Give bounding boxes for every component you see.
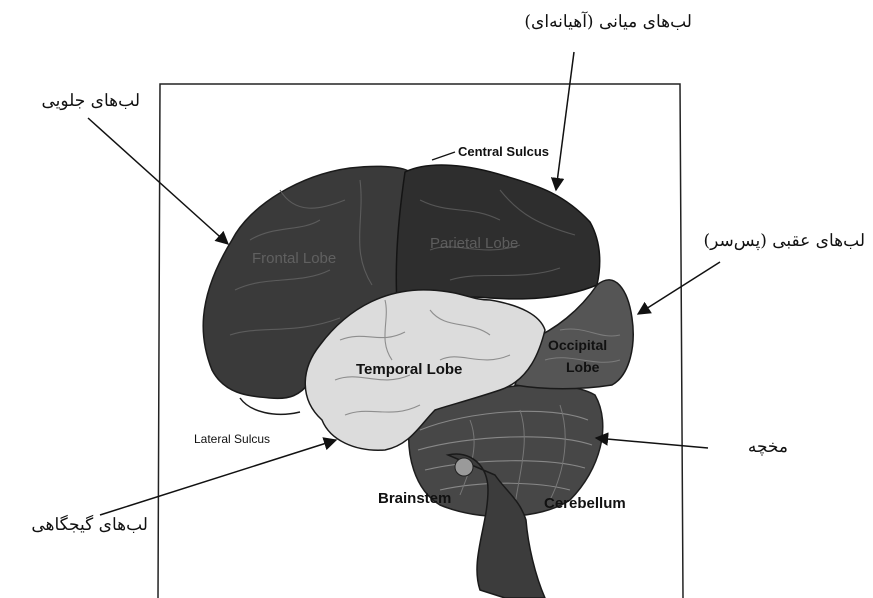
occipital-annotation-label: لب‌های عقبی (پس‌سر): [704, 231, 865, 251]
lateral-sulcus-label: Lateral Sulcus: [194, 432, 270, 446]
parietal-annotation-label: لب‌های میانی (آهیانه‌ای): [524, 10, 692, 32]
cerebellum-annotation-label: مخچه: [748, 437, 788, 457]
parietal-lobe-ghost-label: Parietal Lobe: [430, 235, 518, 252]
brainstem-node: [455, 458, 473, 476]
occipital-arrow: [638, 262, 720, 314]
cerebellum-label: Cerebellum: [544, 495, 626, 512]
frontal-arrow: [88, 118, 228, 244]
central-sulcus-pointer: [432, 152, 455, 160]
central-sulcus-label: Central Sulcus: [458, 144, 549, 159]
occipital-lobe-label-line2: Lobe: [566, 359, 600, 375]
parietal-arrow: [556, 52, 574, 190]
occipital-lobe-label-line1: Occipital: [548, 337, 607, 353]
temporal-lobe-label: Temporal Lobe: [356, 361, 462, 378]
temporal-annotation-label: لب‌های گیجگاهی: [31, 514, 148, 535]
frontal-lobe-ghost-label: Frontal Lobe: [252, 250, 336, 267]
frontal-annotation-label: لب‌های جلویی: [41, 91, 140, 111]
cerebellum-arrow: [596, 438, 708, 448]
brainstem-label: Brainstem: [378, 490, 451, 507]
temporal-arrow: [100, 440, 336, 515]
